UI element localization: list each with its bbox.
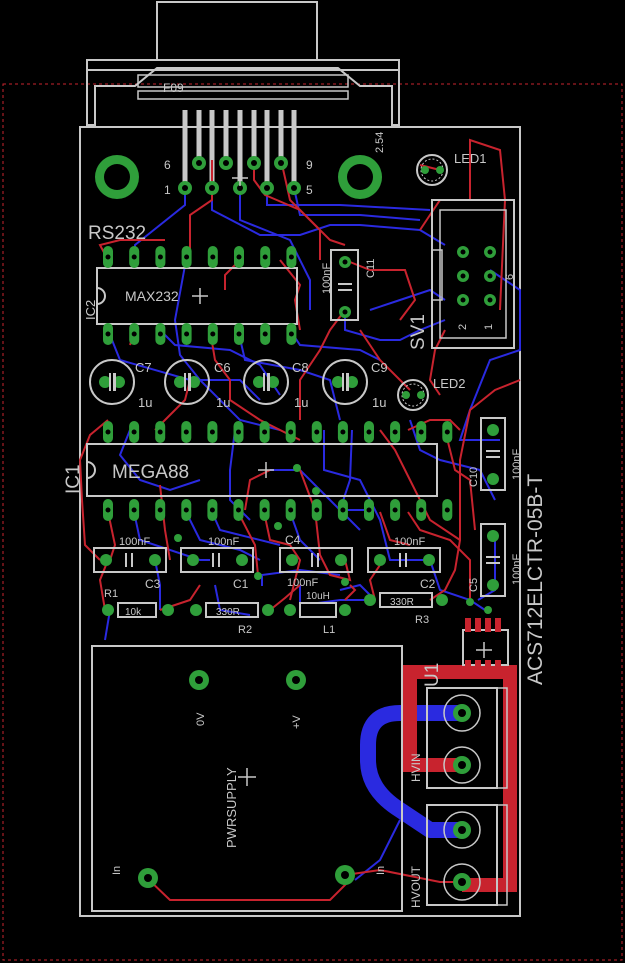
label-sv1-pin-2: 2 <box>457 324 469 330</box>
terminal-hvout <box>426 804 508 906</box>
label-r1: R1 <box>104 588 118 600</box>
label-c2-value: 100nF <box>394 536 425 548</box>
label-c7: C7 <box>135 360 152 375</box>
label-r2-value: 330R <box>216 607 240 618</box>
label-c11: C11 <box>365 259 377 278</box>
label-ic2: IC2 <box>83 300 98 320</box>
mounting-hole-left <box>95 155 139 199</box>
connector-pin-6: 6 <box>164 158 171 172</box>
inductor-l1 <box>284 602 351 618</box>
label-ic1: IC1 <box>63 464 84 494</box>
label-u1: U1 <box>422 663 443 687</box>
connector-pin-9: 9 <box>306 158 313 172</box>
label-rs232: RS232 <box>88 223 146 244</box>
label-hvout: HVOUT <box>409 865 423 908</box>
connector-pin-1: 1 <box>164 183 171 197</box>
label-led1: LED1 <box>454 151 487 166</box>
ic2-max232 <box>96 246 298 345</box>
vias <box>174 464 492 614</box>
label-l1: L1 <box>323 624 335 636</box>
label-c7-value: 1u <box>138 395 152 410</box>
power-supply-module <box>91 645 403 912</box>
label-c1-value: 100nF <box>208 536 239 548</box>
dimension-outline <box>2 83 623 961</box>
label-max232: MAX232 <box>125 288 179 304</box>
label-in-right: In <box>375 866 387 875</box>
header-sv1 <box>431 199 515 349</box>
label-c2: C2 <box>420 577 436 591</box>
capacitor-c4 <box>279 547 353 573</box>
board-outline <box>79 126 521 917</box>
label-hvin: HVIN <box>409 753 423 782</box>
label-l1-value: 10uH <box>306 591 330 602</box>
resistor-r3 <box>364 592 448 608</box>
label-sensor: ACS712ELCTR-05B-T <box>524 474 547 685</box>
label-c9-value: 1u <box>372 395 386 410</box>
led2 <box>397 379 429 411</box>
label-c10: C10 <box>468 467 480 487</box>
capacitor-c7 <box>89 359 135 405</box>
label-r1-value: 10k <box>125 607 142 618</box>
mounting-hole-right <box>338 155 382 199</box>
label-c6-value: 1u <box>216 395 230 410</box>
label-c5: C5 <box>468 578 480 592</box>
capacitor-c3 <box>93 547 167 573</box>
label-c3-value: 100nF <box>119 536 150 548</box>
bottom-copper-traces <box>104 187 521 641</box>
label-c11-value: 100nF <box>321 263 333 294</box>
db9-connector <box>86 1 400 188</box>
label-led2: LED2 <box>433 376 466 391</box>
label-c6: C6 <box>214 360 231 375</box>
label-r2: R2 <box>238 624 252 636</box>
connector-pin-5: 5 <box>306 183 313 197</box>
led1 <box>416 154 448 186</box>
capacitor-c11 <box>330 249 359 321</box>
label-0v: 0V <box>195 712 207 726</box>
resistor-r1 <box>102 602 174 618</box>
label-c8: C8 <box>292 360 309 375</box>
hv-bottom-trace <box>360 705 462 838</box>
capacitor-c6 <box>164 359 210 405</box>
label-sv1: SV1 <box>408 314 429 350</box>
resistor-r2 <box>190 602 274 618</box>
hv-top-trace <box>403 665 517 892</box>
capacitor-c1 <box>180 547 254 573</box>
sensor-u1 <box>462 618 509 674</box>
label-c10-value: 100nF <box>511 449 523 480</box>
terminal-hvin <box>426 687 508 789</box>
label-in-left: In <box>111 866 123 875</box>
label-plus-v: +V <box>291 715 303 729</box>
label-c1: C1 <box>233 577 249 591</box>
label-sv1-pin-1: 1 <box>483 324 495 330</box>
label-mega88: MEGA88 <box>112 462 189 483</box>
capacitor-c5 <box>480 523 506 597</box>
label-c3: C3 <box>145 577 161 591</box>
label-c9: C9 <box>371 360 388 375</box>
capacitor-c2 <box>367 547 441 573</box>
label-c5-value: 100nF <box>511 554 523 585</box>
label-sv1-pin-6: 6 <box>504 274 516 280</box>
capacitor-c10 <box>480 417 506 491</box>
label-c8-value: 1u <box>294 395 308 410</box>
label-r3-value: 330R <box>390 597 414 608</box>
capacitor-c9 <box>322 359 368 405</box>
connector-spacing: 2.54 <box>374 132 386 153</box>
capacitor-c8 <box>243 359 289 405</box>
label-c4: C4 <box>285 533 301 547</box>
ic1-mega88 <box>86 421 453 521</box>
label-pwrsupply: PWRSUPPLY <box>224 767 239 848</box>
label-r3: R3 <box>415 614 429 626</box>
label-c4-value: 100nF <box>287 577 318 589</box>
connector-name: F09 <box>163 81 184 95</box>
